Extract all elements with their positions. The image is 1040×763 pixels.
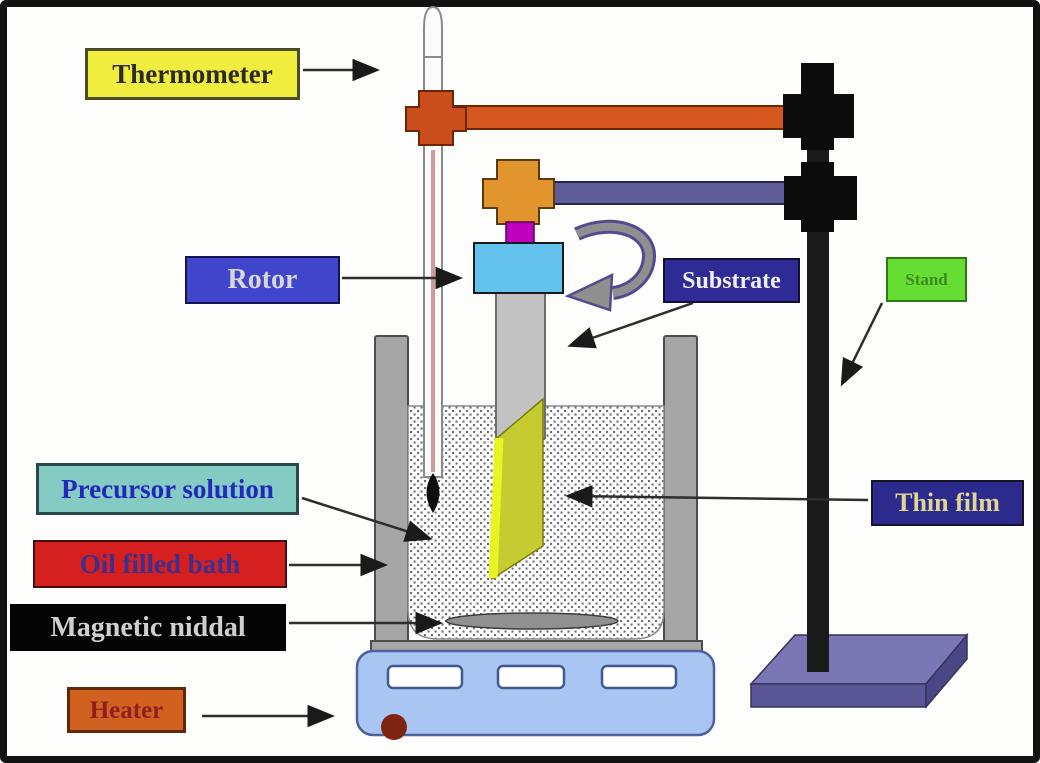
- rotation-arrow: [564, 219, 656, 312]
- label-magnetic-niddal: Magnetic niddal: [10, 604, 286, 651]
- rotor-clamp: [482, 159, 555, 225]
- label-rotor: Rotor: [185, 256, 340, 304]
- label-thin-film: Thin film: [871, 480, 1024, 526]
- support-bar-upper: [449, 105, 791, 130]
- label-precursor-solution: Precursor solution: [36, 463, 299, 515]
- heater-vent-slot: [600, 664, 678, 690]
- substrate-plate: [488, 397, 544, 581]
- thermometer-mercury-line: [431, 150, 435, 472]
- label-stand: Stand: [886, 257, 967, 302]
- heater-knob: [381, 714, 407, 740]
- thermometer-bottom-bulb: [426, 473, 440, 513]
- arrow-stand: [840, 302, 884, 387]
- heater-vent-slot: [386, 664, 464, 690]
- arrow-thin-film: [565, 485, 869, 508]
- stand-clamp-upper: [783, 63, 854, 150]
- label-oil-filled-bath: Oil filled bath: [33, 540, 287, 588]
- bath-wall-left: [374, 335, 409, 644]
- label-heater: Heater: [67, 687, 186, 733]
- heater-device: [355, 649, 716, 740]
- stand-base-front: [750, 683, 927, 708]
- support-bar-lower: [539, 181, 791, 205]
- label-substrate: Substrate: [663, 258, 800, 303]
- thermometer-top-bulb: [423, 5, 443, 58]
- thermometer-instrument: [423, 5, 443, 513]
- stand-pole: [807, 64, 829, 672]
- callout-arrows: [202, 58, 884, 728]
- rotor-body: [473, 242, 564, 294]
- stand-clamp-lower: [784, 162, 857, 232]
- label-thermometer: Thermometer: [85, 48, 300, 100]
- bath-wall-right: [663, 335, 698, 644]
- substrate-face: [491, 397, 544, 581]
- magnetic-stirrer-bar: [445, 612, 619, 630]
- rotation-arrow-body: [575, 222, 654, 297]
- heater-vent-slot: [496, 664, 566, 690]
- heater-body: [355, 649, 716, 737]
- rotation-arrowhead: [564, 272, 614, 312]
- arrow-precursor-solution: [301, 496, 433, 542]
- substrate-edge-highlight: [488, 437, 504, 579]
- thermometer-clamp: [405, 90, 467, 146]
- stand-assembly: [749, 64, 969, 710]
- arrow-substrate: [567, 301, 694, 349]
- stand-base-side: [925, 632, 968, 710]
